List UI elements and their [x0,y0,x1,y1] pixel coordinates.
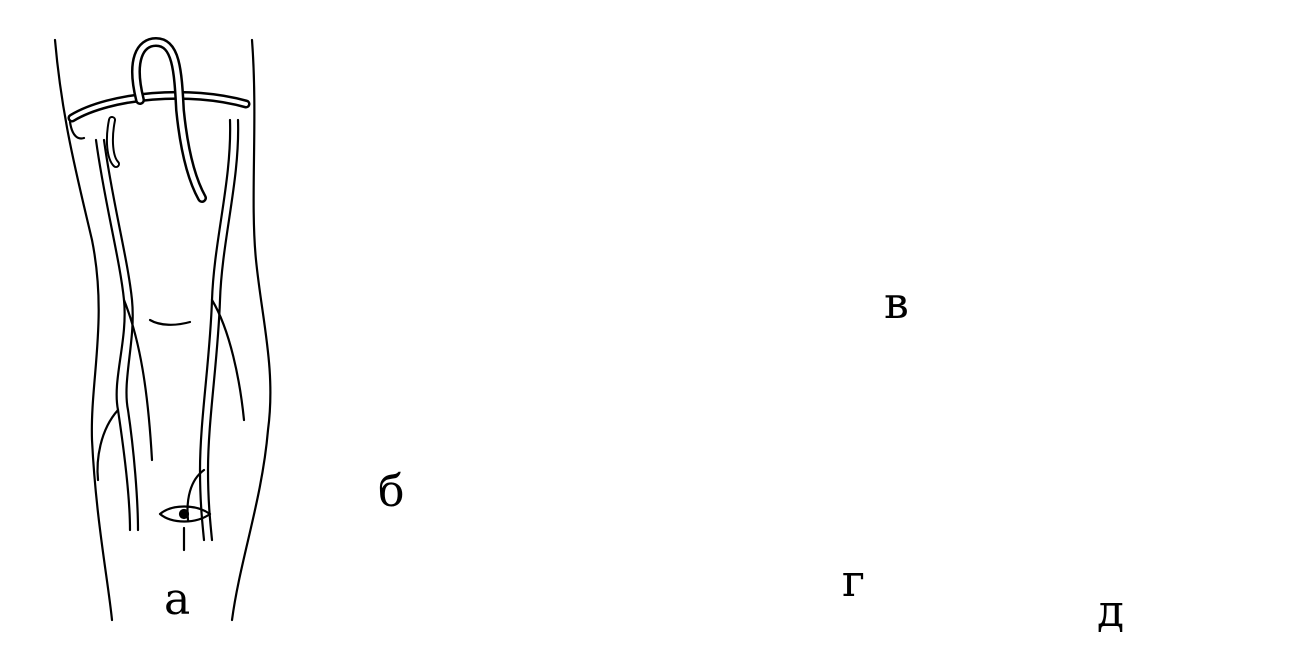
panel-label-d: д [1097,586,1125,637]
panel-a-drawing [55,40,270,620]
panel-label-a: а [164,574,191,625]
panel-label-b: б [378,466,405,517]
panel-label-g: г [842,556,866,607]
panel-label-v: в [884,278,909,329]
